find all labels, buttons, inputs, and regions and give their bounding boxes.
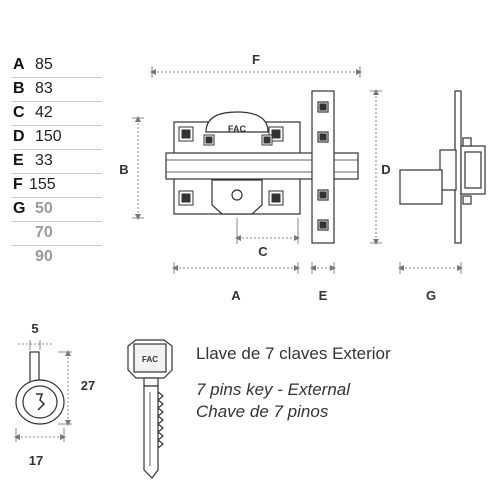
label-d: D	[381, 162, 390, 177]
dimension-row-g3: 90	[12, 246, 102, 269]
dimension-letter: B	[13, 80, 25, 97]
dimension-value: 85	[35, 56, 53, 73]
dimension-value: 42	[35, 104, 53, 121]
dimension-row-d: D 150	[12, 126, 102, 150]
cylinder-width-bottom: 17	[29, 453, 43, 468]
key-description-line1: Llave de 7 claves Exterior	[196, 344, 391, 363]
label-a: A	[231, 288, 241, 303]
key-description-line2: 7 pins key - External	[196, 380, 351, 399]
dimension-row-b: B 83	[12, 78, 102, 102]
cylinder-width-top: 5	[31, 321, 38, 336]
cylinder-profile	[15, 351, 65, 425]
key-icon	[127, 339, 173, 479]
cylinder-dim-height	[58, 350, 72, 426]
dimension-letter: F	[13, 176, 23, 193]
key-description-line3: Chave de 7 pinos	[196, 402, 329, 421]
dimension-value: 83	[35, 80, 53, 97]
dimension-value: 90	[35, 248, 53, 265]
dimension-table: A 85 B 83 C 42 D 150 E 33 F 155 G 50 70	[12, 54, 102, 269]
dimension-c	[235, 218, 300, 244]
dimension-letter: D	[13, 128, 25, 145]
label-c: C	[258, 244, 268, 259]
dimension-row-e: E 33	[12, 150, 102, 174]
dimension-value: 155	[29, 176, 56, 193]
dimension-letter: E	[13, 152, 24, 169]
brand-mark: FAC	[228, 124, 247, 134]
dimension-row-g: G 50	[12, 198, 102, 222]
cylinder-height: 27	[81, 378, 95, 393]
dimension-value: 70	[35, 224, 53, 241]
key-brand-mark: FAC	[142, 355, 158, 364]
cylinder-dim-bottom	[14, 428, 66, 442]
dimension-row-a: A 85	[12, 54, 102, 78]
label-g: G	[426, 288, 436, 303]
dimension-e	[310, 262, 336, 274]
label-e: E	[319, 288, 328, 303]
dimension-letter: A	[13, 56, 25, 73]
dimension-a	[172, 262, 300, 274]
dimension-value: 150	[35, 128, 62, 145]
dimension-value: 50	[35, 200, 53, 217]
cylinder-dim-top	[18, 340, 52, 350]
dimension-d	[370, 89, 382, 245]
label-f: F	[252, 52, 260, 67]
dimension-g	[398, 262, 463, 274]
dimension-letter: C	[13, 104, 25, 121]
dimension-value: 33	[35, 152, 53, 169]
dimension-letter: G	[13, 200, 26, 217]
dimension-row-g2: 70	[12, 222, 102, 246]
dimension-b	[132, 116, 144, 220]
side-view	[399, 90, 486, 244]
keeper-plate	[311, 90, 335, 244]
screw-holes-body	[178, 126, 284, 206]
dimension-f	[150, 66, 362, 78]
label-b: B	[119, 162, 128, 177]
dimension-row-f: F 155	[12, 174, 102, 198]
dimension-row-c: C 42	[12, 102, 102, 126]
